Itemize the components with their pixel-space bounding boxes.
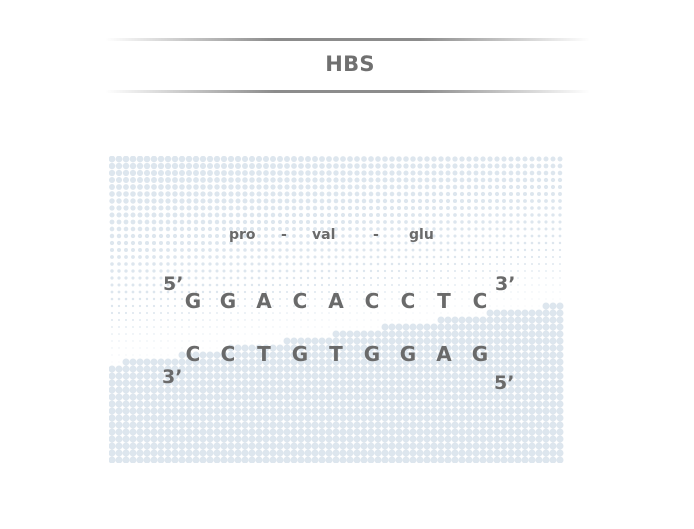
top-strand-3-prime-label: 3’ [495,273,516,295]
amino-acid-label: pro [229,227,256,243]
top-strand-base: A [256,289,272,313]
bottom-strand-5-prime-label: 5’ [494,372,515,394]
top-divider [105,38,590,41]
bottom-strand-base: G [471,342,489,366]
bottom-strand-base: A [436,342,452,366]
bottom-strand-base: G [399,342,417,366]
amino-acid-separator: - [373,227,379,243]
amino-acid-separator: - [281,227,287,243]
bottom-strand-base: T [257,342,271,366]
top-strand-base: C [472,289,488,313]
top-strand-base: C [364,289,380,313]
bottom-strand-3-prime-label: 3’ [162,366,183,388]
bottom-strand-base: G [363,342,381,366]
bottom-divider [105,90,590,93]
top-strand-base: C [292,289,308,313]
dna-panel [109,156,564,463]
halftone-pattern [109,156,564,463]
amino-acid-label: val [312,227,336,243]
bottom-strand-base: C [220,342,236,366]
bottom-strand-base: T [329,342,343,366]
top-strand-base: T [437,289,451,313]
amino-acid-label: glu [409,227,434,243]
top-strand-base: A [328,289,344,313]
bottom-strand-base: G [291,342,309,366]
top-strand-base: G [219,289,237,313]
diagram-title: HBS [325,52,375,76]
top-strand-base: G [184,289,202,313]
top-strand-base: C [400,289,416,313]
bottom-strand-base: C [185,342,201,366]
top-strand-5-prime-label: 5’ [163,273,184,295]
